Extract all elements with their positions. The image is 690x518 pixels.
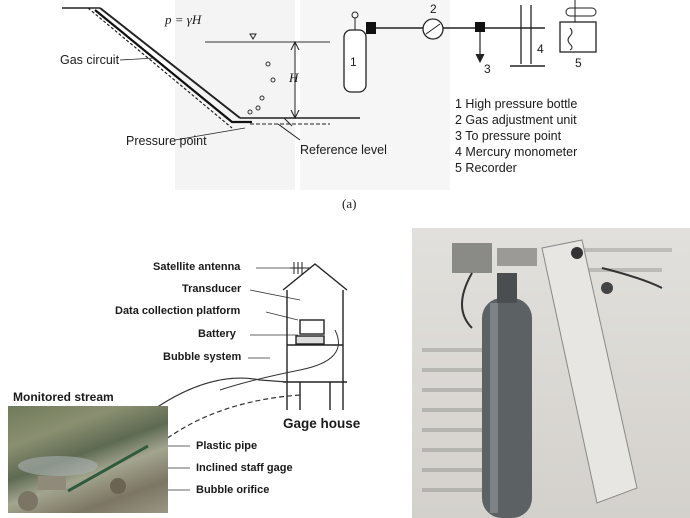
faint-background-text-area bbox=[175, 0, 295, 190]
legend-item: 3 To pressure point bbox=[455, 129, 562, 143]
legend-item: 2 Gas adjustment unit bbox=[455, 113, 577, 127]
gage-house-icon bbox=[282, 263, 348, 410]
gas-circuit-label: Gas circuit bbox=[60, 53, 120, 67]
reference-level-label: Reference level bbox=[300, 143, 387, 157]
legend-item: 1 High pressure bottle bbox=[455, 97, 578, 111]
gas-adjustment-unit-icon bbox=[422, 18, 444, 40]
number-2: 2 bbox=[430, 2, 437, 16]
legend-item: 4 Mercury monometer bbox=[455, 145, 578, 159]
number-3: 3 bbox=[484, 62, 491, 76]
height-symbol: H bbox=[289, 70, 299, 85]
mercury-manometer-icon bbox=[510, 5, 545, 67]
stream-photo bbox=[8, 406, 168, 513]
number-1: 1 bbox=[350, 55, 357, 69]
gas-circuit-leader bbox=[119, 57, 156, 61]
satellite-antenna-label: Satellite antenna bbox=[153, 261, 241, 273]
number-5: 5 bbox=[575, 56, 582, 70]
high-pressure-bottle-icon bbox=[343, 11, 367, 93]
number-4: 4 bbox=[537, 42, 544, 56]
transducer-label: Transducer bbox=[182, 283, 242, 295]
legend-item: 5 Recorder bbox=[455, 161, 517, 175]
reference-level-marker bbox=[277, 117, 301, 141]
gage-house-label: Gage house bbox=[283, 416, 361, 431]
gas-supply-line bbox=[366, 22, 545, 64]
label-leaders bbox=[168, 267, 301, 491]
height-dimension bbox=[290, 40, 300, 120]
instrument-photo bbox=[412, 228, 690, 518]
pressure-point-label: Pressure point bbox=[126, 134, 207, 148]
ground-line bbox=[149, 377, 288, 413]
bubble-tube bbox=[219, 329, 339, 391]
bubble-system-label: Bubble system bbox=[163, 351, 242, 363]
gas-circuit-pipe bbox=[94, 9, 252, 124]
caption-a: (a) bbox=[342, 196, 357, 211]
bubble-orifice-label: Bubble orifice bbox=[196, 484, 270, 496]
plastic-pipe-label: Plastic pipe bbox=[196, 440, 258, 452]
bubbles bbox=[247, 61, 276, 115]
water-level-icon bbox=[249, 33, 257, 40]
stream-photo-details bbox=[18, 444, 149, 511]
component-legend: 1 High pressure bottle 2 Gas adjustment … bbox=[455, 96, 577, 176]
monitored-stream-label: Monitored stream bbox=[13, 390, 114, 404]
pressure-equation: p = γH bbox=[165, 12, 202, 27]
instrument-photo-details bbox=[422, 239, 672, 518]
recorder-icon bbox=[559, 0, 597, 53]
inclined-staff-gage-label: Inclined staff gage bbox=[196, 462, 293, 474]
data-collection-platform-label: Data collection platform bbox=[115, 305, 241, 317]
satellite-antenna-icon bbox=[290, 262, 310, 274]
pressure-point-leader bbox=[174, 127, 246, 141]
battery-label: Battery bbox=[198, 328, 236, 340]
